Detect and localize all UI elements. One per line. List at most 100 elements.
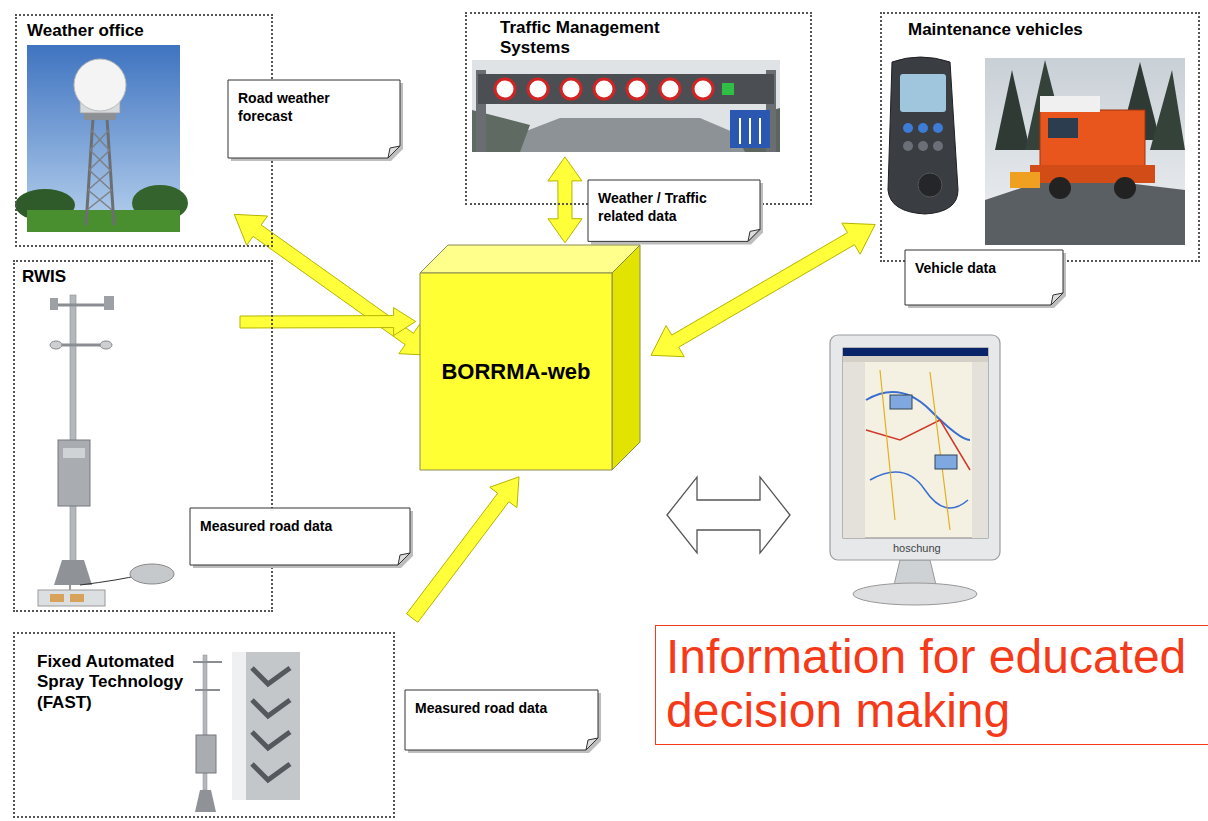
- data-flow-arrow: [234, 214, 432, 355]
- spray-road-photo: [232, 652, 300, 800]
- gritting-truck-photo-part: [1040, 110, 1145, 170]
- region-title: Maintenance vehicles: [908, 20, 1168, 40]
- handheld-device-part: [933, 141, 943, 151]
- rwis-mast-part: [70, 575, 140, 590]
- info-text: Information for educated decision making: [656, 626, 1208, 742]
- rwis-mast-part: [50, 298, 58, 310]
- gantry-photo-part: [478, 74, 774, 104]
- source-region: Traffic Management Systems: [465, 12, 812, 205]
- monitor-illustration-part: [853, 583, 977, 605]
- note-body: [228, 80, 400, 158]
- info-box: Information for educated decision making: [655, 625, 1208, 745]
- note-body: [588, 180, 760, 241]
- monitor-illustration-part: [972, 362, 988, 538]
- rwis-mast-part: [38, 590, 105, 606]
- rwis-mast-part: [63, 448, 85, 458]
- fast-mast: [193, 655, 222, 812]
- gritting-truck-photo-part: [1040, 96, 1100, 112]
- data-flow-arrow: [240, 308, 416, 336]
- spray-road-photo-part-part: [252, 668, 290, 684]
- region-title: Traffic Management Systems: [500, 18, 700, 59]
- note-callout: Measured road data: [405, 690, 598, 750]
- brand-label: hoschung: [893, 542, 941, 554]
- region-title: Fixed Automated Spray Technology (FAST): [37, 652, 187, 713]
- rwis-mast-part: [130, 564, 174, 584]
- note-fold: [748, 229, 760, 241]
- cube-shape: [420, 245, 640, 470]
- gantry-photo-part-part: [594, 79, 614, 99]
- note-callout: Vehicle data: [905, 250, 1063, 305]
- handheld-device-part: [903, 123, 913, 133]
- gritting-truck-photo-part: [1150, 70, 1185, 150]
- fast-mast-part: [193, 661, 222, 663]
- gantry-photo-part-part: [693, 79, 713, 99]
- rwis-mast-part: [70, 295, 76, 565]
- radar-tower-photo: [15, 45, 188, 232]
- spray-road-photo-part: [232, 652, 246, 800]
- monitor-illustration-part: [894, 560, 936, 585]
- note-text: Vehicle data: [905, 250, 1063, 293]
- monitor-illustration-part: [935, 455, 957, 469]
- source-region: Maintenance vehicles: [880, 12, 1200, 262]
- handheld-device-part: [918, 141, 928, 151]
- rwis-mast-part: [100, 341, 112, 349]
- spray-road-photo-part-part: [252, 700, 290, 716]
- note-callout: Weather / Traffic related data: [588, 180, 760, 241]
- handheld-device-part: [900, 74, 946, 112]
- monitor-illustration-part: [843, 348, 988, 538]
- server-cube: BORRMA-web: [420, 245, 640, 470]
- gantry-photo-part: [740, 118, 760, 144]
- note-shape: [190, 508, 410, 565]
- note-text: Measured road data: [405, 690, 598, 733]
- note-body: [905, 250, 1063, 305]
- data-flow-arrow: [548, 157, 582, 243]
- radar-tower-photo-part: [27, 210, 180, 232]
- monitor-illustration-part: [866, 392, 970, 440]
- gritting-truck-photo-part: [1114, 177, 1136, 199]
- monitor-illustration: [830, 335, 1000, 605]
- spray-road-photo-part-part: [252, 764, 290, 780]
- rwis-mast-part: [50, 341, 62, 349]
- region-title: RWIS: [22, 267, 222, 287]
- hollow-double-arrow: [667, 477, 790, 553]
- fast-mast-part: [195, 689, 220, 691]
- monitor-illustration-part: [843, 362, 865, 538]
- note-callout: Measured road data: [190, 508, 410, 565]
- gantry-photo-part: [495, 79, 713, 99]
- region-title: Weather office: [27, 21, 227, 41]
- rwis-mast-part: [104, 296, 114, 310]
- handheld-device-part: [933, 123, 943, 133]
- data-flow-arrow: [407, 477, 519, 623]
- gantry-photo: [472, 60, 780, 152]
- monitor-illustration-part: [870, 472, 968, 508]
- handheld-device-part: [918, 173, 942, 197]
- gantry-photo-part: [730, 110, 770, 148]
- note-text: Road weather forecast: [228, 80, 400, 141]
- note-shape: [905, 250, 1063, 305]
- rwis-mast-part: [58, 440, 90, 506]
- gritting-truck-photo-part: [1010, 172, 1040, 188]
- rwis-mast: [38, 295, 174, 606]
- radar-tower-photo-part: [74, 59, 126, 111]
- gritting-truck-photo-part: [1049, 177, 1071, 199]
- note-callout: Road weather forecast: [228, 80, 400, 158]
- handheld-device-part: [888, 57, 958, 214]
- note-body: [190, 508, 410, 565]
- monitor-illustration-part: [843, 356, 988, 362]
- note-shape: [405, 690, 598, 750]
- source-region: Fixed Automated Spray Technology (FAST): [13, 632, 395, 818]
- handheld-device-part: [918, 123, 928, 133]
- note-fold: [586, 738, 598, 750]
- gritting-truck-photo-part: [985, 58, 1185, 245]
- server-label: BORRMA-web: [420, 273, 612, 470]
- rwis-mast-part: [54, 560, 92, 585]
- monitor-illustration-part: [866, 420, 970, 470]
- spray-road-photo-part: [232, 652, 300, 800]
- rwis-mast-part: [70, 594, 84, 602]
- handheld-device: [888, 57, 958, 214]
- gantry-photo-part: [722, 83, 734, 95]
- rwis-mast-part: [52, 304, 112, 307]
- gantry-photo-part: [472, 60, 780, 152]
- note-body: [405, 690, 598, 750]
